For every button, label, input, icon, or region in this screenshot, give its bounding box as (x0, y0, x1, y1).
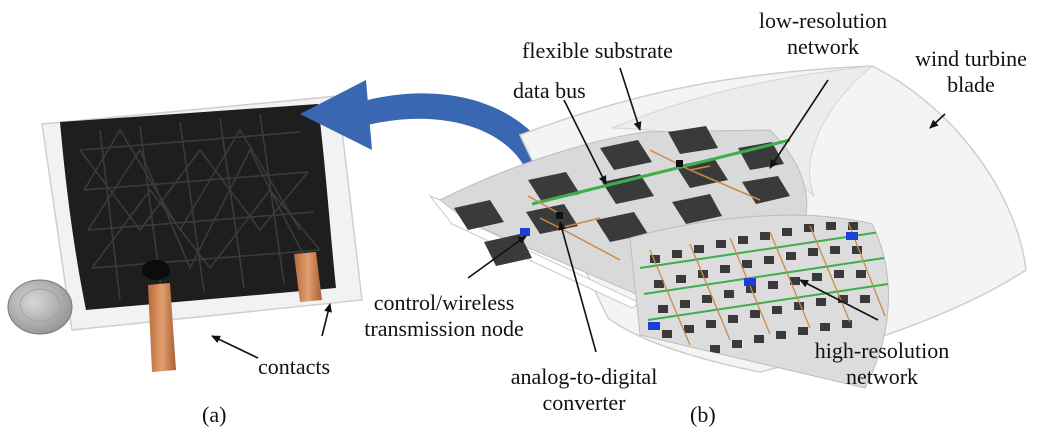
low-resolution-line2: network (786, 34, 860, 59)
caption-b: (b) (690, 402, 716, 427)
high-resolution-line1: high-resolution (814, 338, 950, 363)
blue-curved-arrow (300, 80, 553, 166)
adc-label: analog-to-digital converter (486, 364, 682, 416)
flexible-substrate-label: flexible substrate (522, 38, 673, 63)
low-resolution-line1: low-resolution (758, 8, 888, 33)
control-line1: control/wireless (373, 290, 515, 315)
data-bus-label: data bus (513, 78, 586, 103)
wind-turbine-line1: wind turbine (915, 46, 1027, 71)
data-bus-line (531, 138, 791, 206)
wind-turbine-label: wind turbine blade (906, 46, 1036, 98)
control-node-label: control/wireless transmission node (344, 290, 544, 342)
low-resolution-label: low-resolution network (748, 8, 898, 60)
high-resolution-label: high-resolution network (792, 338, 972, 390)
coin (7, 279, 73, 335)
leader-arrows (211, 67, 946, 359)
high-resolution-network (629, 214, 889, 389)
control-line2: transmission node (364, 316, 524, 341)
caption-a: (a) (202, 402, 227, 427)
adc-chip (556, 212, 563, 219)
adc-line2: converter (542, 390, 626, 415)
high-resolution-line2: network (845, 364, 919, 389)
copper-contact-right (294, 252, 322, 302)
sensor-mesh (79, 113, 321, 301)
copper-contact-left (148, 283, 176, 372)
wind-turbine-line2: blade (947, 72, 995, 97)
contacts-label: contacts (258, 354, 331, 379)
sensor-photo (7, 95, 363, 372)
wireless-node (520, 228, 530, 236)
adc-line1: analog-to-digital (510, 364, 658, 389)
